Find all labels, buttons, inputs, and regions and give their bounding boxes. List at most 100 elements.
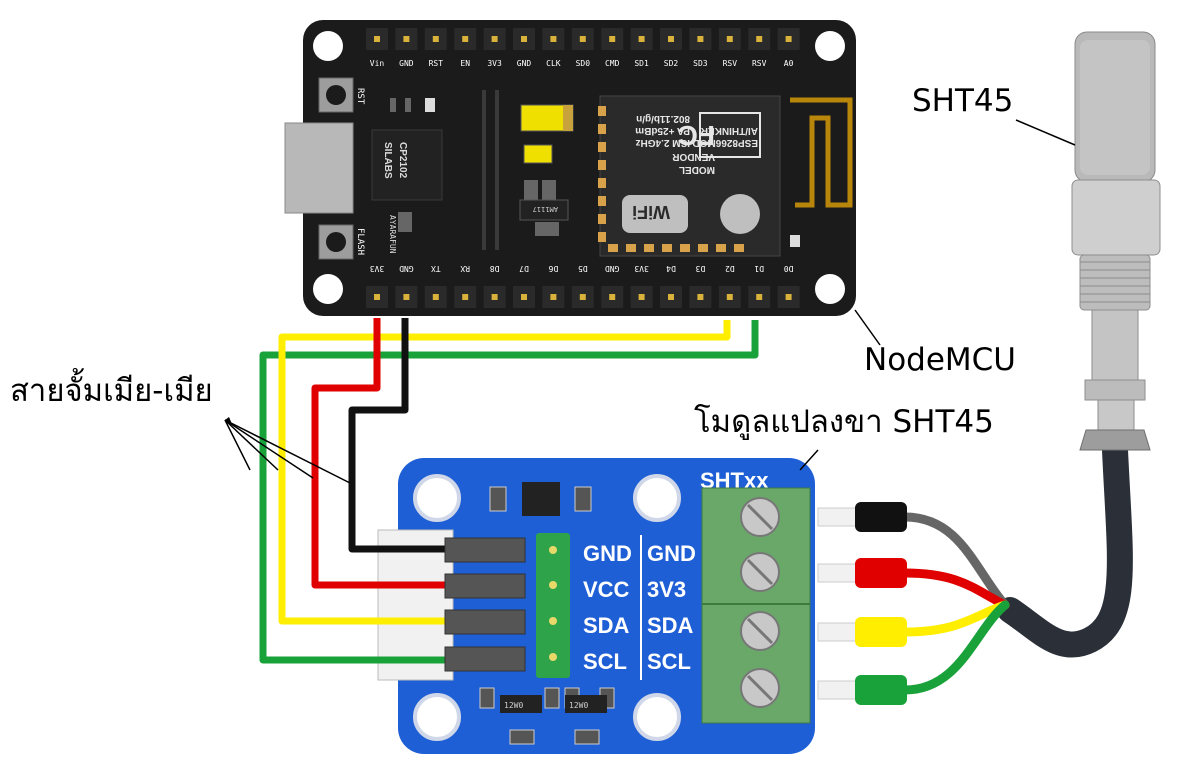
bottom-pin-label: D6 <box>548 264 558 273</box>
mcu-label: NodeMCU <box>864 342 1016 378</box>
terminal-label-scl: SCL <box>647 649 691 674</box>
bottom-pin-label: D2 <box>725 264 735 273</box>
top-pin-label: Vin <box>370 59 385 68</box>
mount-hole <box>313 31 343 61</box>
module-pad <box>598 214 606 224</box>
jst-connector <box>377 529 454 681</box>
module-pad <box>598 124 606 134</box>
bottom-pin-label: TX <box>431 264 441 273</box>
bottom-pin-label: D3 <box>695 264 705 273</box>
module-pad <box>598 106 606 116</box>
top-pin-label: RST <box>429 59 444 68</box>
jumper-plugs <box>444 537 526 672</box>
bottom-pin-label: D5 <box>578 264 588 273</box>
module-pads <box>598 106 744 252</box>
jumper-wire-label: สายจั้มเมีย-เมีย <box>10 373 213 409</box>
top-pin-label: RSV <box>723 59 738 68</box>
mount-hole <box>413 693 461 741</box>
bottom-pin-label: D7 <box>519 264 529 273</box>
mount-hole <box>815 274 845 304</box>
module-pad <box>716 244 726 252</box>
top-pin-label: SD3 <box>693 59 708 68</box>
resistor-code: 12W0 <box>504 701 523 710</box>
voltage-regulator <box>519 199 569 221</box>
top-pin-label: GND <box>517 59 532 68</box>
probe-body <box>1071 179 1161 256</box>
module-text: 802.11b/g/n <box>636 113 690 124</box>
sht45-probe <box>997 31 1161 658</box>
wire-ferrules <box>817 502 907 705</box>
module-pad <box>598 142 606 152</box>
wire-gnd <box>348 318 455 553</box>
bottom-pin-label: D0 <box>784 264 794 273</box>
pcb-antenna <box>790 97 853 208</box>
header-label-gnd: GND <box>583 541 632 566</box>
mount-hole <box>313 274 343 304</box>
sht45-breakout-board: 12W0 12W0 GND VCC SDA SCL GND 3V3 SDA SC… <box>377 458 815 754</box>
usb-connector <box>284 122 354 214</box>
probe-nut <box>1079 429 1151 451</box>
module-pad <box>698 244 708 252</box>
terminal-label-gnd: GND <box>647 541 696 566</box>
module-text: ESP8266MOD <box>692 137 758 148</box>
flash-button-label: FLASH <box>355 228 365 255</box>
resistor-code: 12W0 <box>569 701 588 710</box>
module-pad <box>598 160 606 170</box>
module-text: VENDOR <box>671 151 715 162</box>
terminal-label-3v3: 3V3 <box>647 577 686 602</box>
mount-hole <box>413 474 461 522</box>
brand-text: AYARAFUN <box>388 215 397 254</box>
top-pin-label: EN <box>460 59 470 68</box>
espressif-logo-icon <box>720 194 760 234</box>
top-pin-label: A0 <box>784 59 794 68</box>
bottom-pin-label: 3V3 <box>370 264 385 273</box>
breakout-label: โมดูลแปลงขา SHT45 <box>694 404 994 440</box>
sensor-label: SHT45 <box>912 83 1014 119</box>
header-label-scl: SCL <box>583 649 627 674</box>
mount-hole <box>815 31 845 61</box>
bottom-pin-label: 3V3 <box>634 264 649 273</box>
top-pin-label: CLK <box>546 59 561 68</box>
top-pin-label: GND <box>399 59 414 68</box>
module-pad <box>662 244 672 252</box>
cp2102-chip <box>371 129 443 201</box>
module-text: ISM 2.4GHz <box>636 137 690 148</box>
top-pin-label: SD1 <box>634 59 649 68</box>
header-label-vcc: VCC <box>583 577 630 602</box>
module-pad <box>680 244 690 252</box>
top-pin-label: SD0 <box>576 59 591 68</box>
header-label-sda: SDA <box>583 613 630 638</box>
top-pin-label: 3V3 <box>487 59 502 68</box>
rst-button-label: RST <box>355 88 365 105</box>
bottom-pin-label: RX <box>460 264 470 273</box>
wifi-logo <box>622 195 688 233</box>
probe-neck <box>1091 309 1139 381</box>
wire-vcc <box>311 318 455 589</box>
wifi-logo-text: WiFi <box>632 202 670 222</box>
bottom-pin-label: D8 <box>490 264 500 273</box>
top-pin-label: SD2 <box>664 59 679 68</box>
module-pad <box>598 196 606 206</box>
module-pad <box>598 178 606 188</box>
chip-model: CP2102 <box>397 142 408 179</box>
mount-hole <box>633 693 681 741</box>
bottom-pin-label: D4 <box>666 264 676 273</box>
module-pad <box>626 244 636 252</box>
pin-header <box>536 533 570 678</box>
wire-scl <box>259 320 759 664</box>
terminal-label-sda: SDA <box>647 613 694 638</box>
module-pad <box>734 244 744 252</box>
top-pin-label: RSV <box>752 59 767 68</box>
bottom-pin-label: D1 <box>754 264 764 273</box>
module-text: PA +25dBm <box>635 125 690 136</box>
mount-hole <box>633 474 681 522</box>
bottom-pin-label: GND <box>605 264 620 273</box>
module-text: MODEL <box>679 164 715 175</box>
wire-sda <box>278 320 731 625</box>
chip-maker: SILABS <box>382 142 393 179</box>
module-pad <box>644 244 654 252</box>
